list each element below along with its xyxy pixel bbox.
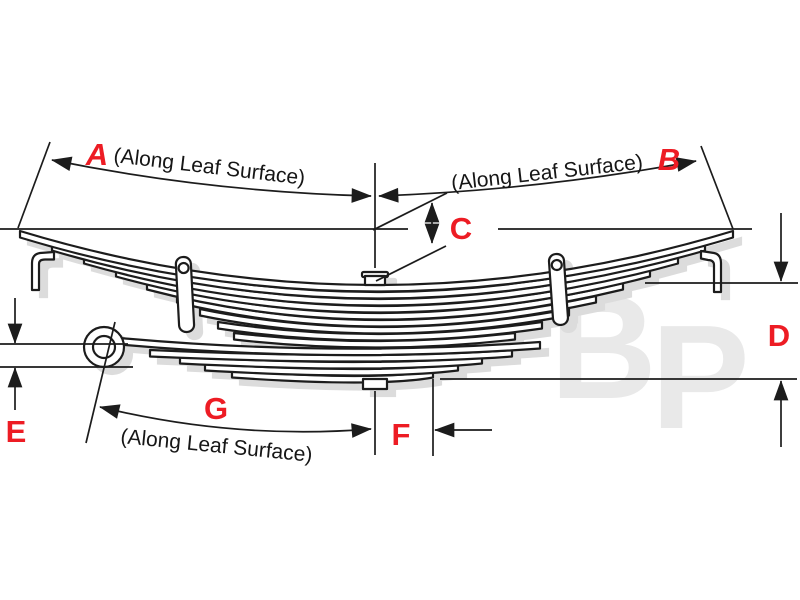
label-d: D: [768, 318, 790, 353]
dimension-d: [440, 213, 798, 447]
c-extension-lower: [375, 245, 447, 282]
c-extension-upper: [372, 192, 448, 231]
watermark-letter-p: P: [651, 295, 750, 460]
along-leaf-surface-right: (Along Leaf Surface): [450, 151, 644, 195]
label-g: G: [204, 391, 228, 426]
dimension-f: [374, 379, 492, 456]
left-extension-line: [17, 141, 51, 229]
label-c: C: [450, 211, 472, 246]
label-f: F: [392, 417, 411, 452]
along-leaf-surface-left: (Along Leaf Surface): [112, 144, 306, 190]
dimension-a: [51, 156, 372, 203]
g-arrow: [99, 404, 372, 438]
dimension-g: [85, 321, 372, 444]
dimension-lines: [0, 141, 798, 456]
right-extension-line: [700, 145, 734, 230]
label-a: A: [85, 137, 108, 172]
dimension-c: [372, 192, 448, 282]
label-b: B: [658, 142, 680, 177]
dimension-b: [378, 157, 697, 203]
label-e: E: [6, 414, 27, 449]
dimension-e: [0, 298, 133, 410]
g-extension-line: [85, 321, 116, 444]
